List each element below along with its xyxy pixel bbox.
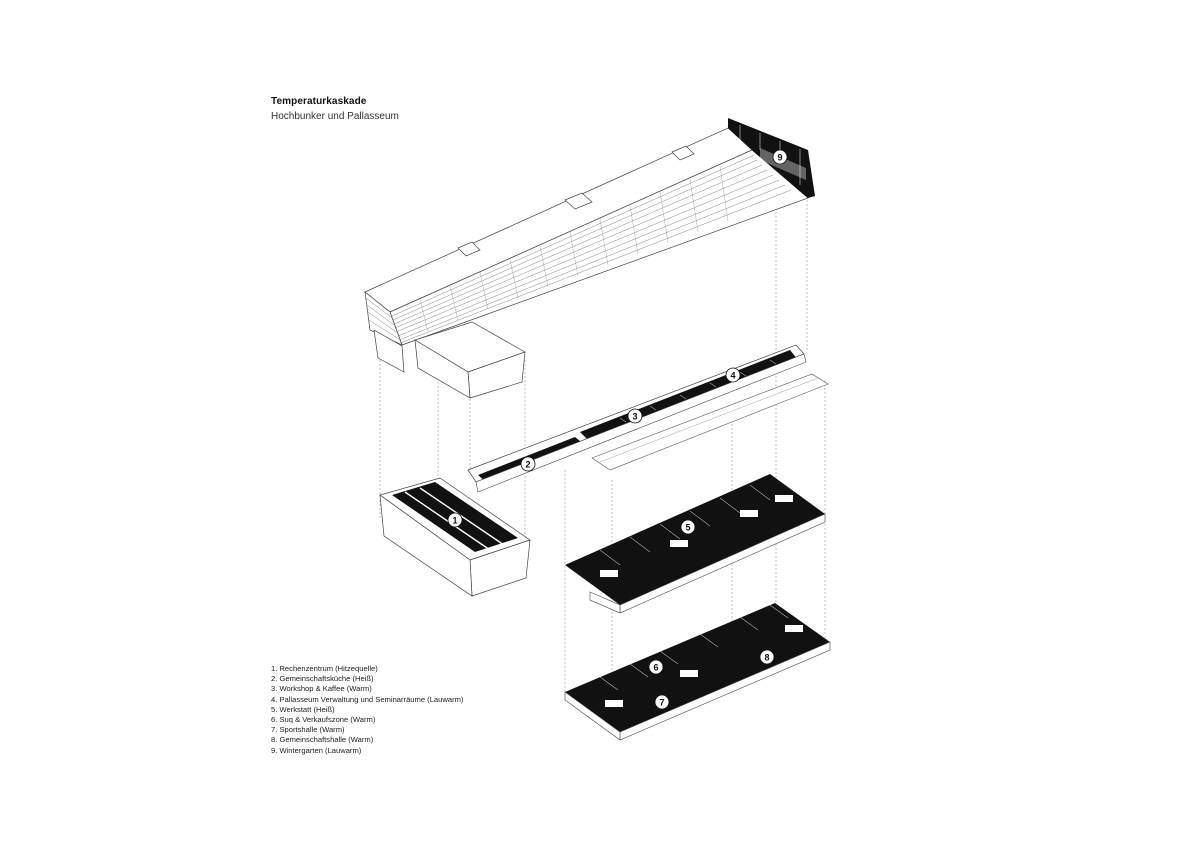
svg-text:2: 2 — [525, 460, 530, 470]
ground-level — [564, 603, 831, 741]
legend-item: 4. Pallasseum Verwaltung und Seminarräum… — [271, 694, 464, 704]
badge-3: 3 — [627, 408, 643, 424]
badge-4: 4 — [725, 367, 741, 383]
badge-7: 7 — [654, 694, 670, 710]
svg-text:5: 5 — [685, 523, 690, 533]
svg-text:3: 3 — [632, 412, 637, 422]
svg-text:9: 9 — [777, 153, 782, 163]
hochbunker-facade-verticals — [419, 165, 729, 333]
legend-item: 5. Werkstatt (Heiß) — [271, 704, 335, 714]
hochbunker-floor-lines — [365, 154, 792, 344]
legend-item: 9. Wintergarten (Lauwarm) — [271, 745, 362, 755]
diagram-subtitle: Hochbunker und Pallasseum — [271, 111, 399, 122]
legend-item: 2. Gemeinschaftsküche (Heiß) — [271, 674, 374, 684]
svg-text:4: 4 — [730, 371, 735, 381]
rechenzentrum-block — [379, 477, 531, 597]
legend-list: 1. Rechenzentrum (Hitzequelle) 2. Gemein… — [271, 664, 463, 756]
legend-item: 7. Sportshalle (Warm) — [271, 725, 345, 735]
werkstatt-level — [565, 474, 826, 614]
legend-item: 1. Rechenzentrum (Hitzequelle) — [271, 664, 378, 673]
badge-9: 9 — [772, 149, 788, 165]
svg-text:1: 1 — [452, 516, 457, 526]
legend-item: 3. Workshop & Kaffee (Warm) — [271, 684, 372, 694]
svg-text:7: 7 — [659, 698, 664, 708]
legend-item: 6. Suq & Verkaufszone (Warm) — [271, 715, 376, 725]
legend-item: 8. Gemeinschaftshalle (Warm) — [271, 735, 374, 745]
badge-5: 5 — [680, 519, 696, 535]
svg-text:6: 6 — [653, 663, 658, 673]
badge-6: 6 — [648, 659, 664, 675]
bunker-base-block — [373, 321, 526, 399]
badge-8: 8 — [759, 649, 775, 665]
svg-text:8: 8 — [764, 653, 769, 663]
badge-2: 2 — [520, 456, 536, 472]
badge-1: 1 — [447, 512, 463, 528]
diagram-title: Temperaturkaskade — [271, 96, 367, 107]
